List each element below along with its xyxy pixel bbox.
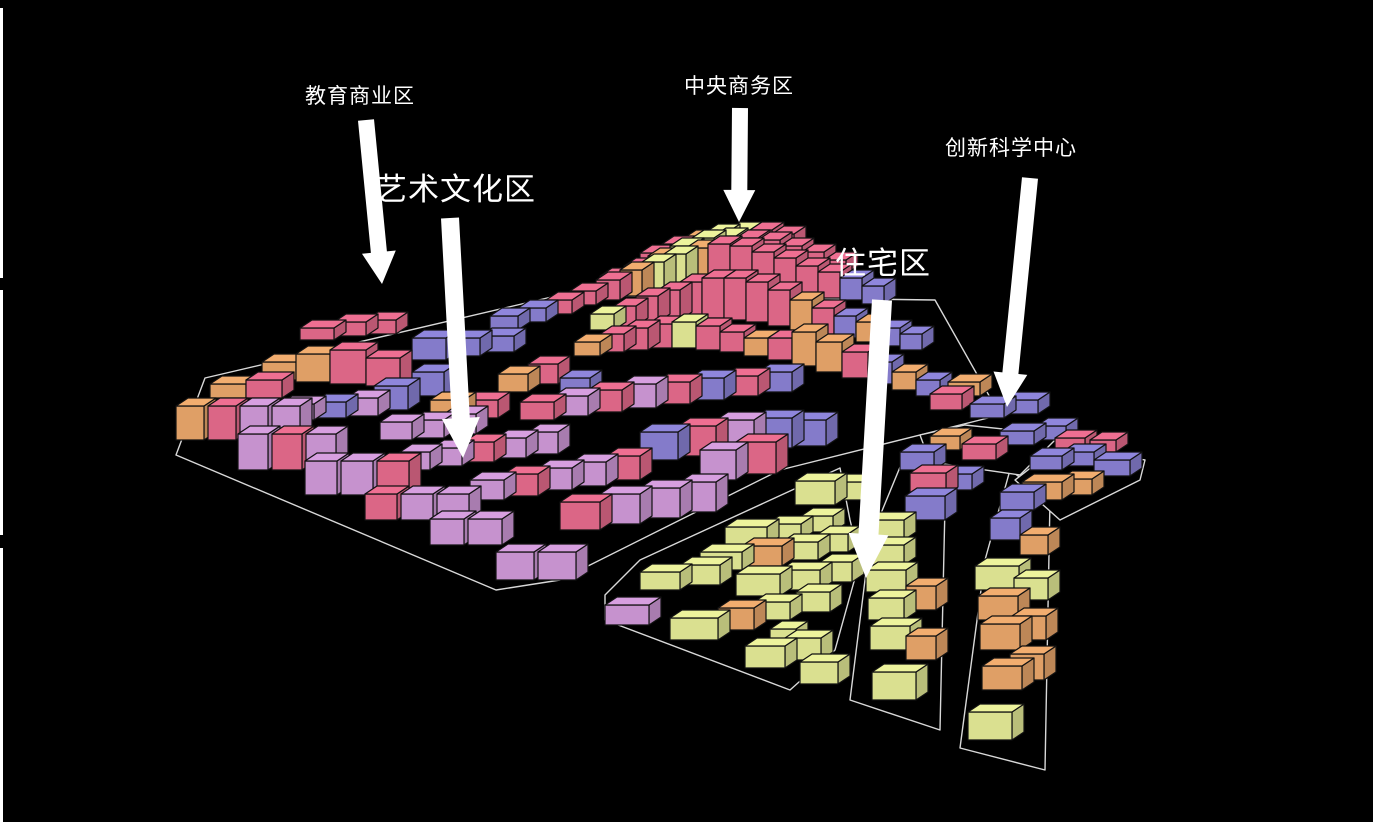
building-block [899,325,935,351]
frame-border [0,290,3,535]
arrow-icon [441,217,480,458]
building-block [999,483,1047,511]
building-block [604,596,662,626]
arrow-icon [358,119,396,284]
building-block [669,609,731,641]
building-block [981,657,1035,691]
building-block [989,509,1033,541]
building-block [699,441,749,481]
building-block [867,589,917,621]
building-block [519,393,567,421]
building-block [245,371,295,399]
building-blocks [175,221,1143,741]
building-block [735,565,793,597]
building-block [929,385,975,411]
label-cbd: 中央商务区 [684,74,794,98]
building-block [639,563,693,591]
arrow-icon [848,299,892,578]
building-block [497,365,541,393]
building-block [537,543,589,581]
building-block [299,319,347,341]
building-block [799,653,851,685]
building-block [969,395,1017,419]
building-block [899,443,947,471]
building-block [794,472,848,506]
building-block [489,307,531,331]
building-block [1029,447,1075,471]
building-block [744,637,798,669]
building-block [559,493,613,531]
building-block [905,627,949,661]
building-block [961,435,1009,461]
building-block [871,663,929,701]
building-block [379,413,425,441]
building-block [815,333,855,373]
label-residential: 住宅区 [835,246,931,282]
building-block [979,615,1033,651]
building-block [573,333,613,357]
building-block [304,452,350,496]
building-block [1019,526,1061,556]
building-block [929,427,973,451]
label-education-commercial: 教育商业区 [305,84,415,108]
zone-arrows [358,107,1038,578]
arrow-icon [723,107,756,222]
building-block [795,583,843,613]
label-arts-culture: 艺术文化区 [376,172,536,208]
building-block [861,277,897,305]
building-block [467,510,515,546]
building-block [967,703,1025,741]
frame-border [0,8,3,278]
label-innovation-center: 创新科学中心 [945,136,1077,160]
frame-border [0,548,3,822]
arrow-icon [993,177,1038,407]
